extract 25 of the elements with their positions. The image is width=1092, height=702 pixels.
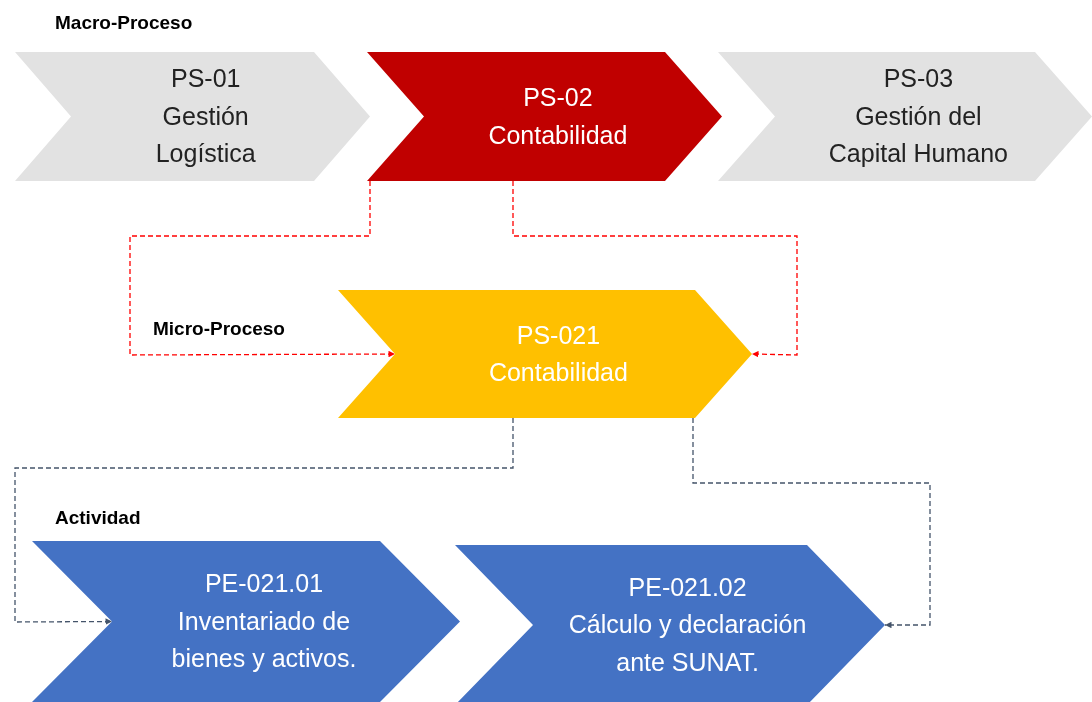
- chevron-shape: [455, 545, 885, 702]
- dashed-arrow: [129, 180, 396, 358]
- dashed-arrow: [512, 180, 798, 358]
- dashed-arrow: [692, 417, 931, 629]
- chevron-shape: [338, 290, 752, 418]
- process-label: PS-02: [523, 82, 593, 113]
- chevron-shape: [367, 52, 722, 181]
- process-label: PS-021: [516, 319, 601, 351]
- chevron-shape: [15, 52, 370, 181]
- process-label: PE-021.01: [204, 568, 324, 600]
- process-label: PS-03: [883, 63, 954, 95]
- chevron-shape: [718, 52, 1092, 181]
- process-label: PE-021.02: [628, 571, 747, 603]
- dashed-arrow: [14, 417, 514, 625]
- process-label: Gestión del Capital Humano: [827, 100, 1010, 170]
- process-label: Cálculo y declaración ante SUNAT.: [567, 609, 808, 678]
- section-heading: Macro-Proceso: [55, 12, 193, 34]
- chevron-shape: [32, 541, 460, 702]
- section-heading: Actividad: [55, 507, 141, 529]
- process-label: Contabilidad: [488, 119, 628, 151]
- process-label: Inventariado de bienes y activos.: [170, 605, 358, 675]
- section-heading: Micro-Proceso: [153, 318, 285, 340]
- process-label: Contabilidad: [488, 357, 628, 388]
- process-label: PS-01: [170, 63, 241, 95]
- process-label: Gestión Logística: [154, 100, 257, 170]
